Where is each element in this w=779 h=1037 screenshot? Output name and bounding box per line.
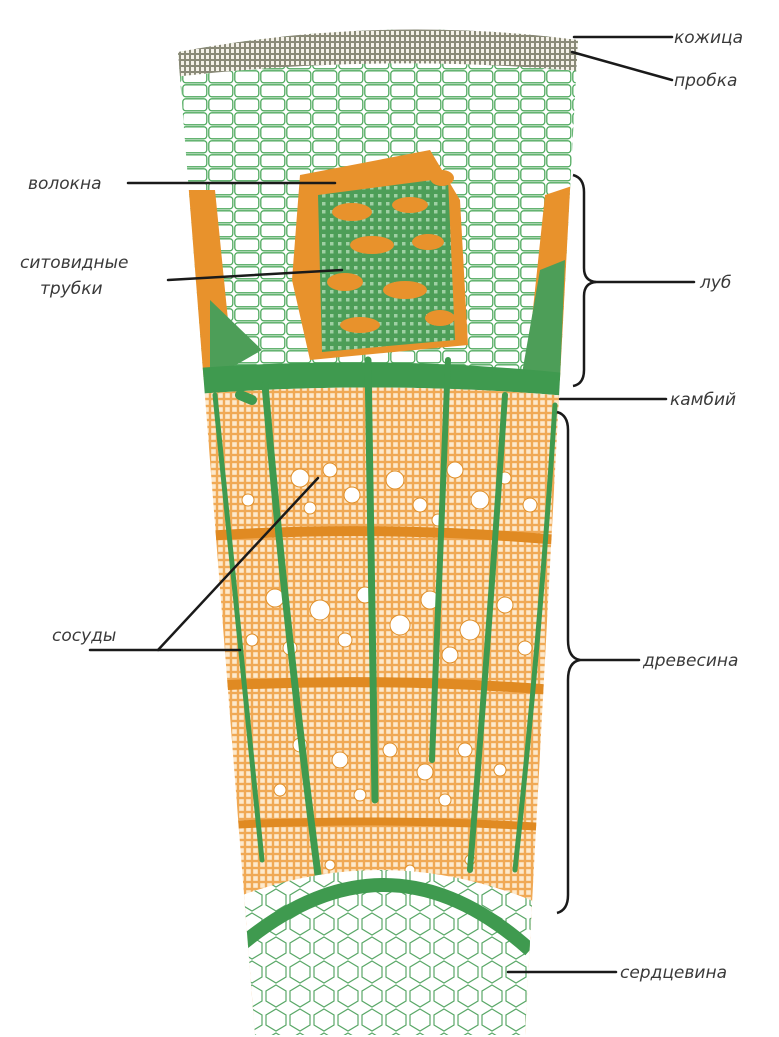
label-sitovidnye-line1: ситовидные bbox=[20, 253, 129, 273]
bracket-drevesina bbox=[557, 412, 580, 913]
label-kozhitsa: кожица bbox=[674, 28, 743, 48]
label-probka: пробка bbox=[674, 71, 737, 91]
label-volokna: волокна bbox=[28, 174, 102, 194]
label-sitovidnye-line2: трубки bbox=[40, 279, 103, 299]
label-kambiy: камбий bbox=[670, 390, 736, 410]
label-sosudy: сосуды bbox=[52, 626, 116, 646]
label-lub: луб bbox=[699, 273, 731, 293]
pith-region bbox=[150, 870, 610, 1035]
label-serdtsevina: сердцевина bbox=[620, 963, 727, 983]
sieve-tubes-mass bbox=[318, 178, 455, 352]
leader-probka bbox=[572, 52, 672, 80]
bracket-lub bbox=[573, 175, 596, 386]
label-drevesina: древесина bbox=[642, 651, 738, 671]
